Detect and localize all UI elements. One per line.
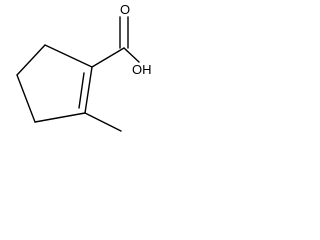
hydroxyl-label: OH [131,62,153,77]
carbonyl-oxygen-label: O [119,2,132,17]
ring-double-bond-c3-c4-outer [84,66,93,114]
ring-double-bond-c3-c4-inner [78,72,85,109]
bond-ring-to-carboxyl-carbon [91,47,125,68]
carboxyl-to-hydroxyl-bond [123,47,140,63]
ring-bond-c5-c1 [16,74,36,123]
ring-bond-c2-c3 [44,44,93,68]
structural-formula [16,16,140,132]
ring-bond-c4-c5 [34,112,86,123]
methyl-bond [84,112,122,132]
ring-bond-c1-c2 [16,44,46,76]
